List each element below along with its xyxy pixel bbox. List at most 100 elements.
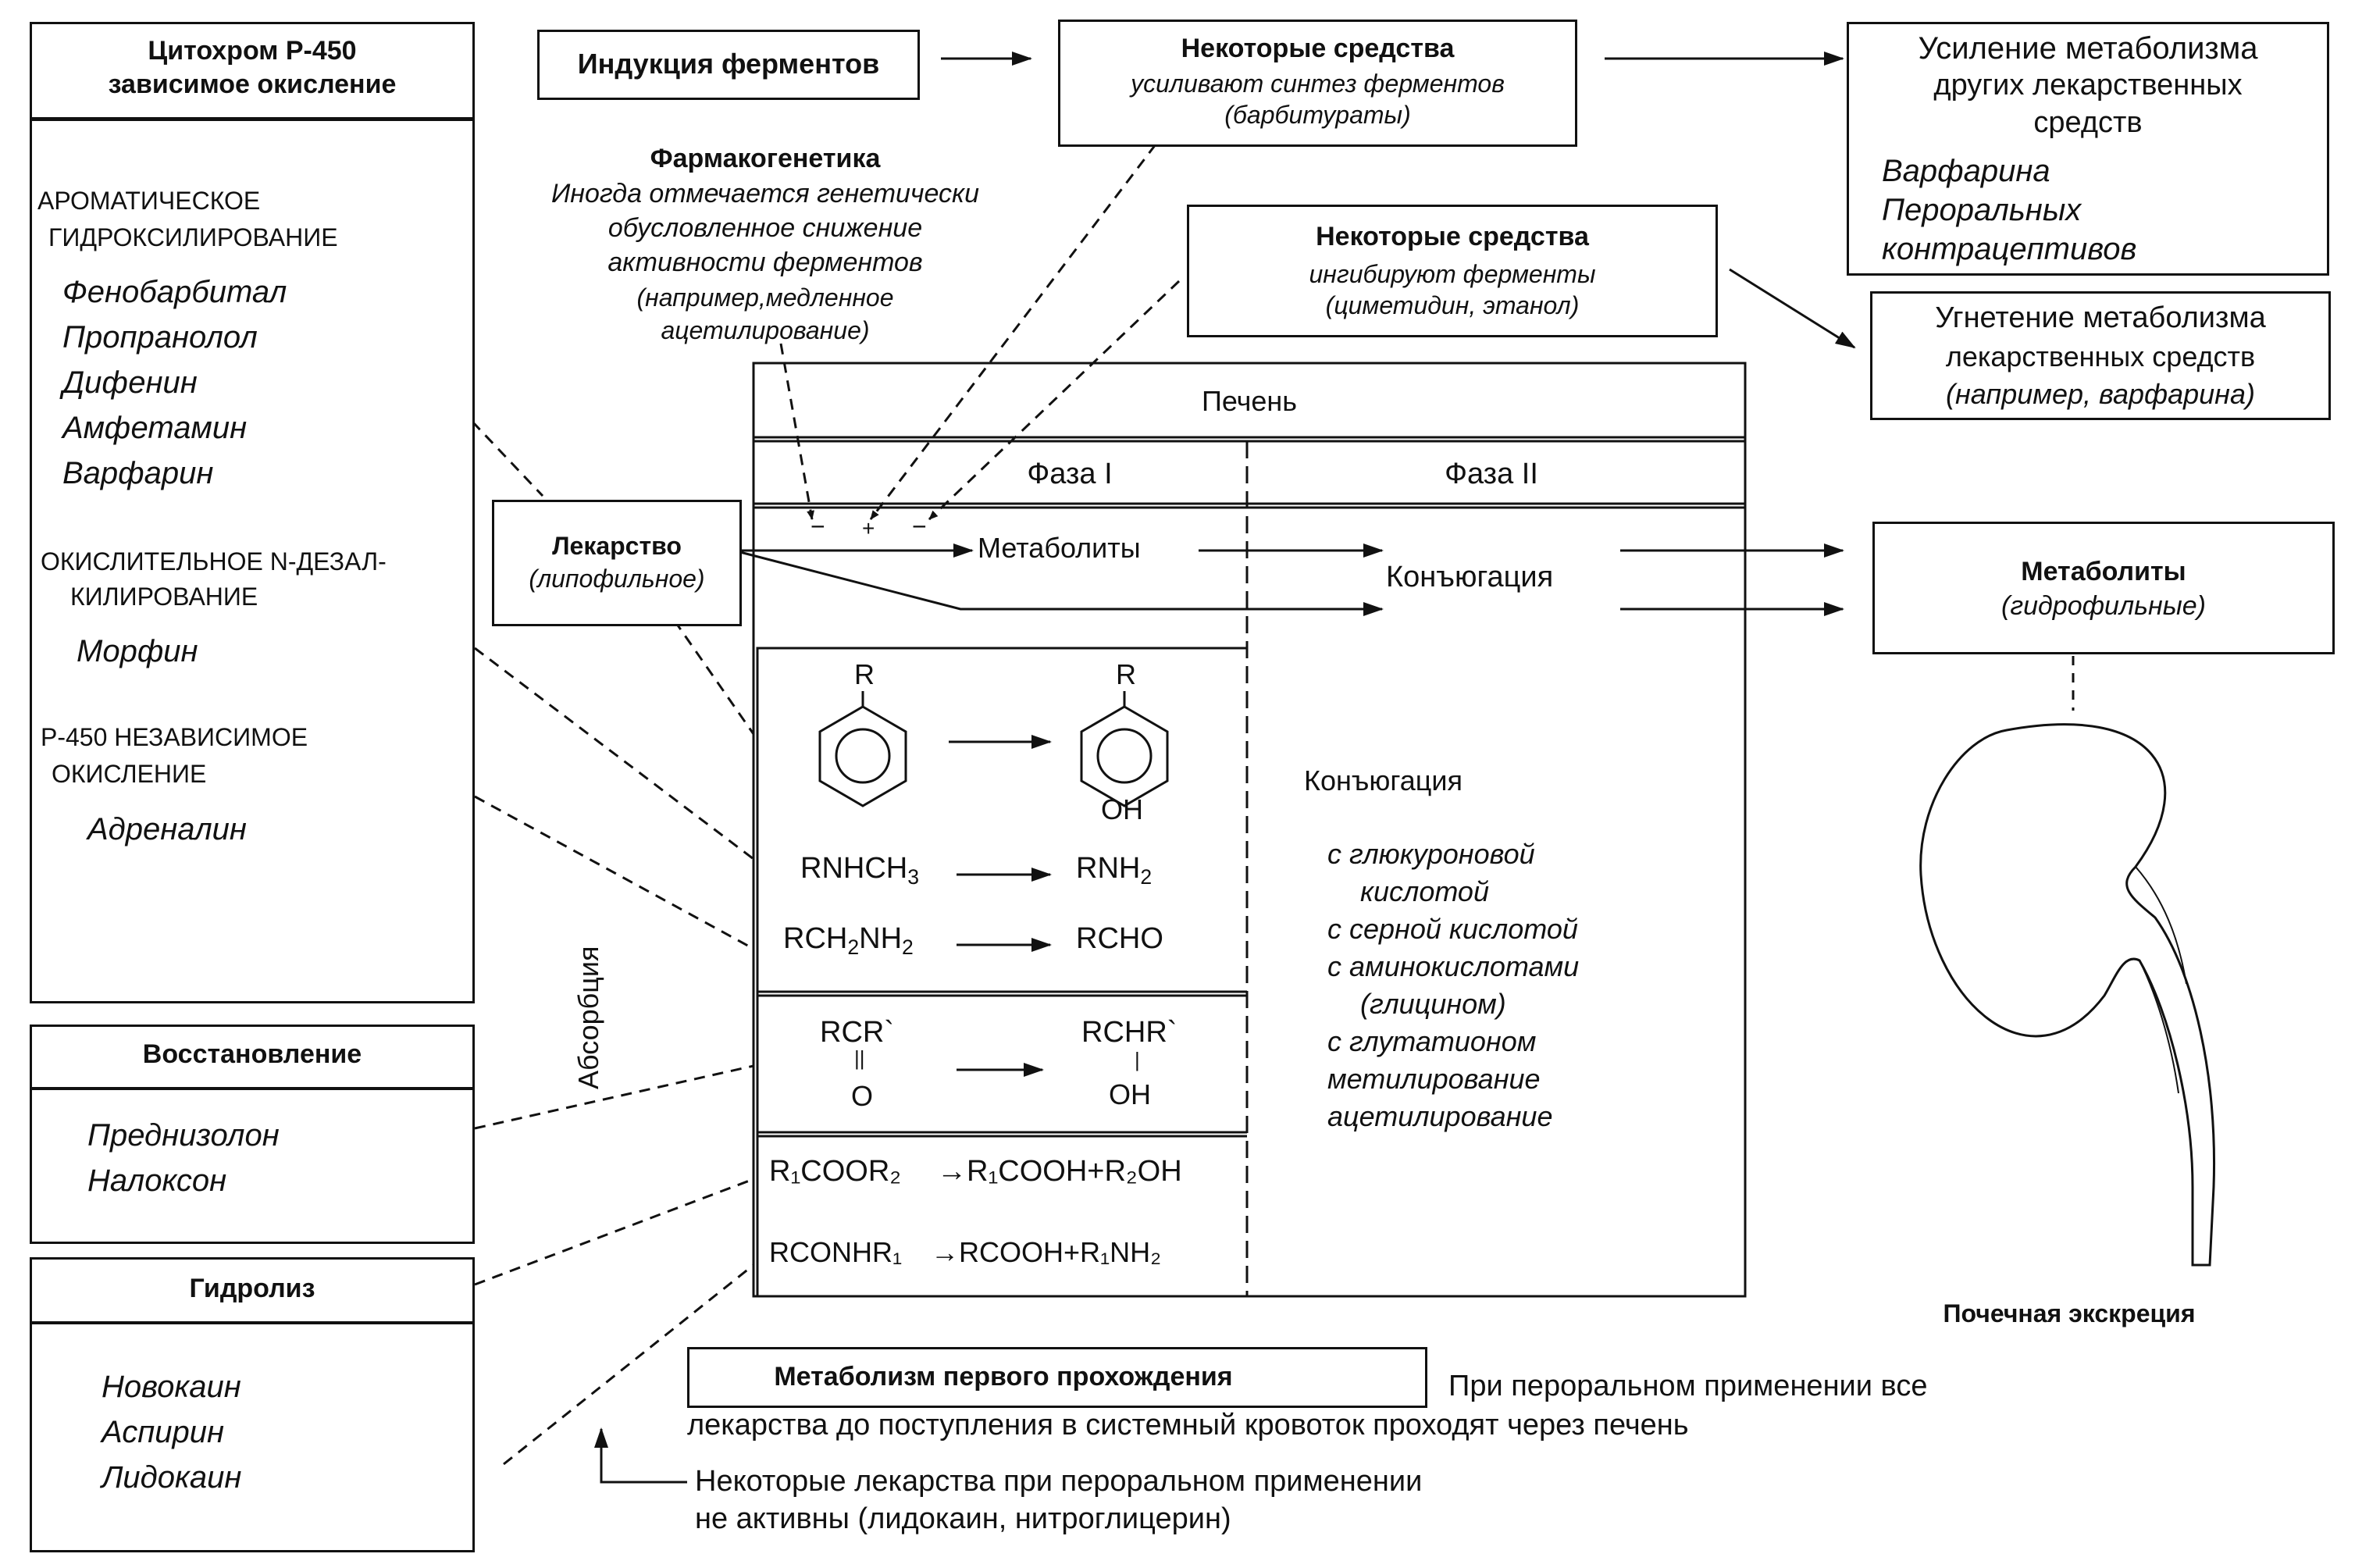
cyp-heading-independent-2: ОКИСЛЕНИЕ — [52, 760, 207, 788]
induction-box — [537, 30, 920, 100]
cyp450-title-line1: Цитохром Р-450 — [148, 36, 357, 66]
conjugation-item: ацетилирование — [1327, 1100, 1553, 1132]
dashed-inducers — [869, 144, 1157, 520]
reaction-rch2nh2: RCH2NH2 — [783, 922, 914, 959]
inducers-line3: (барбитураты) — [1224, 101, 1411, 129]
pharmacogenetics-line: активности ферментов — [607, 248, 923, 277]
reduction-title: Восстановление — [142, 1039, 362, 1069]
inducers-title: Некоторые средства — [1181, 34, 1455, 63]
first-pass-box — [687, 1347, 1427, 1408]
reaction-rchr: RCHR` — [1081, 1016, 1178, 1049]
cyp450-title-line2: зависимое окисление — [108, 69, 397, 99]
enhance-drug: контрацептивов — [1882, 232, 2137, 266]
cyp-heading-aromatic-1: АРОМАТИЧЕСКОЕ — [37, 187, 261, 215]
reaction-rcho: RCHO — [1076, 922, 1163, 955]
conjugation-item: с глюкуроновой — [1327, 838, 1535, 870]
dashed-inhibitors — [928, 280, 1181, 521]
hydrolysis-list-box — [30, 1322, 475, 1552]
sign-minus: − — [811, 512, 825, 540]
enhance-line3: средств — [2033, 106, 2143, 139]
first-pass-line2: лекарства до поступления в системный кро… — [687, 1409, 1689, 1441]
first-pass-title: Метаболизм первого прохождения — [774, 1362, 1233, 1392]
cyp-drug: Дифенин — [62, 365, 198, 400]
hydrolysis-drug: Новокаин — [102, 1370, 241, 1404]
inhibitors-line3: (циметидин, этанол) — [1325, 291, 1580, 319]
reduction-drug: Налоксон — [87, 1164, 227, 1198]
suppress-box — [1870, 291, 2331, 420]
cyp-drug: Фенобарбитал — [62, 275, 287, 309]
benzene-ring-left — [818, 691, 907, 807]
cyp-heading-independent-1: Р-450 НЕЗАВИСИМОЕ — [41, 723, 308, 751]
hydroxyl-label: OH — [1109, 1078, 1151, 1110]
reaction-ester-products: →R₁COOH+R₂OH — [937, 1155, 1182, 1188]
pharmacogenetics-line: обусловленное снижение — [607, 213, 923, 243]
pharmacogenetics-line: (например,медленное — [636, 283, 894, 312]
enhance-drug: Перорaльных — [1882, 193, 2082, 227]
enhance-box — [1847, 22, 2329, 276]
conjugation-item: метилирование — [1327, 1063, 1541, 1095]
oh-label: OH — [1101, 793, 1143, 825]
cyp-drug: Варфарин — [62, 456, 214, 490]
sign-minus: − — [912, 512, 927, 540]
drug-subtitle: (липофильное) — [529, 565, 705, 593]
r-label-left: R — [854, 658, 875, 690]
inhibitors-box — [1187, 205, 1718, 337]
suppress-line3: (например, варфарина) — [1946, 378, 2255, 410]
reduction-list-box — [30, 1088, 475, 1244]
conjugation-item: с аминокислотами — [1327, 950, 1580, 982]
reaction-amide-products: →RCOOH+R₁NH₂ — [931, 1236, 1162, 1268]
cyp-heading-dealkyl-2: КИЛИРОВАНИЕ — [70, 583, 258, 611]
cyp-heading-dealkyl-1: ОКИСЛИТЕЛЬНОЕ N-ДЕЗАЛ- — [41, 547, 387, 576]
suppress-line2: лекарственных средств — [1945, 340, 2256, 372]
reaction-rnhch3: RNHCH3 — [800, 852, 920, 889]
hydrolysis-drug: Аспирин — [102, 1415, 224, 1449]
conjugation-item: кислотой — [1360, 875, 1489, 907]
dashed-pharmacogenetics — [779, 343, 814, 520]
cyp-drug: Пропранолол — [62, 320, 258, 355]
pharmacogenetics-title: Фармакогенетика — [650, 144, 881, 173]
sign-plus: + — [862, 516, 875, 540]
benzene-ring-right — [1080, 691, 1169, 807]
hydrolysis-title: Гидролиз — [189, 1274, 315, 1303]
cyp450-title-box — [30, 22, 475, 119]
oxygen-label: O — [851, 1080, 874, 1112]
liver-title: Печень — [1201, 385, 1298, 417]
metabolites-out-title: Метаболиты — [2021, 557, 2186, 586]
inducers-box — [1058, 20, 1577, 147]
single-bond: | — [1135, 1048, 1140, 1071]
cyp-heading-aromatic-2: ГИДРОКСИЛИРОВАНИЕ — [48, 223, 338, 251]
conjugation-item: с глутатионом — [1327, 1025, 1537, 1057]
metabolites-out-subtitle: (гидрофильные) — [2001, 591, 2206, 621]
kidney-outline — [1919, 723, 2215, 1267]
first-pass-line4: не активны (лидокаин, нитроглицерин) — [695, 1502, 1231, 1535]
arrow-drug-direct-phase2 — [733, 549, 1384, 616]
enhance-line1: Усиление метаболизма — [1918, 31, 2258, 66]
enhance-line2: других лекарственных — [1933, 69, 2243, 102]
cyp-drug: Амфетамин — [62, 411, 248, 445]
phase1-reactions-box — [756, 647, 1247, 1298]
suppress-line1: Угнетение метаболизма — [1935, 301, 2266, 334]
drug-box — [492, 500, 742, 626]
first-pass-line1: При пероральном применении все — [1448, 1370, 1928, 1402]
cyp-drug: Адреналин — [87, 812, 247, 846]
inducers-line2: усиливают синтез ферментов — [1131, 69, 1505, 98]
reduction-drug: Преднизолон — [87, 1118, 280, 1153]
enhance-drug: Варфарина — [1882, 154, 2050, 188]
phase2-conjugation-title: Конъюгация — [1304, 764, 1463, 796]
reaction-rcr: RCR` — [820, 1016, 894, 1049]
cyp450-list-box — [30, 119, 475, 1003]
hydrolysis-title-box — [30, 1257, 475, 1324]
conjugation-item: с серной кислотой — [1327, 913, 1578, 945]
phase1-label: Фаза I — [1027, 458, 1113, 490]
cyp-drug: Морфин — [77, 634, 198, 668]
arrow-first-pass — [594, 1427, 687, 1484]
inhibitors-title: Некоторые средства — [1316, 222, 1589, 251]
liver-metabolites: Метаболиты — [978, 532, 1141, 564]
double-bond: || — [854, 1046, 865, 1070]
phase2-label: Фаза II — [1445, 458, 1538, 490]
induction-label: Индукция ферментов — [577, 48, 880, 80]
arrow-suppress — [1729, 268, 1856, 349]
liver-box — [752, 362, 1747, 1298]
liver-conjugation: Конъюгация — [1386, 561, 1554, 593]
